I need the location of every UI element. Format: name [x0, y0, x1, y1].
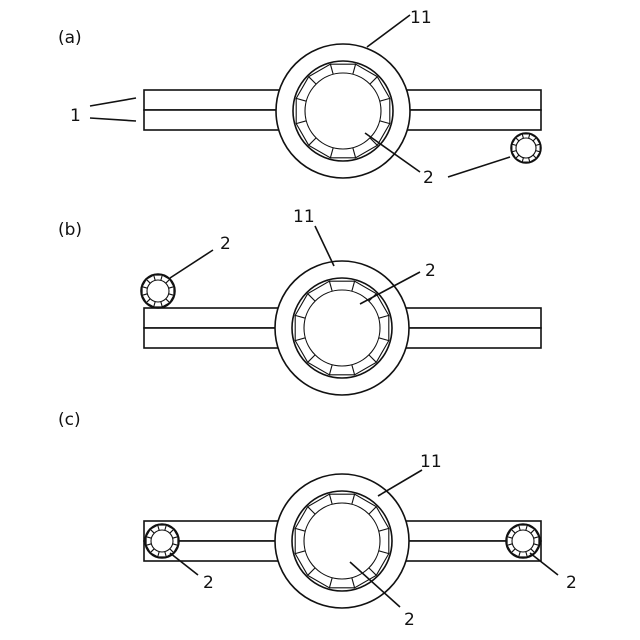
callout-ring-a: 11 — [410, 8, 432, 28]
callout-layers-a: 1 — [70, 106, 81, 126]
leader-gem-small-a — [448, 157, 510, 177]
leader-layer-bottom-a — [90, 118, 136, 121]
callout-ring-b: 11 — [293, 207, 315, 227]
gem-left-c — [145, 524, 179, 558]
callout-ring-c: 11 — [420, 452, 442, 472]
callout-gem-a: 2 — [423, 168, 434, 188]
panel-label-a: (a) — [58, 28, 82, 48]
callout-gem-center-c: 2 — [404, 610, 415, 630]
panel-c: (c) 11 2 2 2 — [58, 410, 577, 630]
gem-center-c — [292, 491, 392, 591]
panel-b: (b) 11 2 2 — [58, 207, 541, 395]
callout-gem-left-c: 2 — [203, 573, 214, 593]
panel-label-b: (b) — [58, 220, 82, 240]
callout-gem-small-b: 2 — [220, 234, 231, 254]
gem-small-b — [141, 274, 175, 308]
gem-center-b — [292, 278, 392, 378]
gem-center-a — [293, 61, 393, 161]
leader-ring-b — [315, 226, 334, 266]
callout-gem-center-b: 2 — [425, 261, 436, 281]
gem-small-a — [511, 133, 541, 163]
callout-gem-right-c: 2 — [566, 573, 577, 593]
leader-gem-small-b — [170, 250, 213, 278]
panel-label-c: (c) — [58, 410, 81, 430]
leader-ring-c — [378, 470, 422, 496]
leader-gem-right-c — [530, 553, 558, 575]
gem-right-c — [506, 524, 540, 558]
leader-ring-a — [367, 15, 410, 47]
leader-layer-top-a — [90, 98, 136, 106]
panel-a: (a) 11 1 2 — [58, 8, 541, 188]
